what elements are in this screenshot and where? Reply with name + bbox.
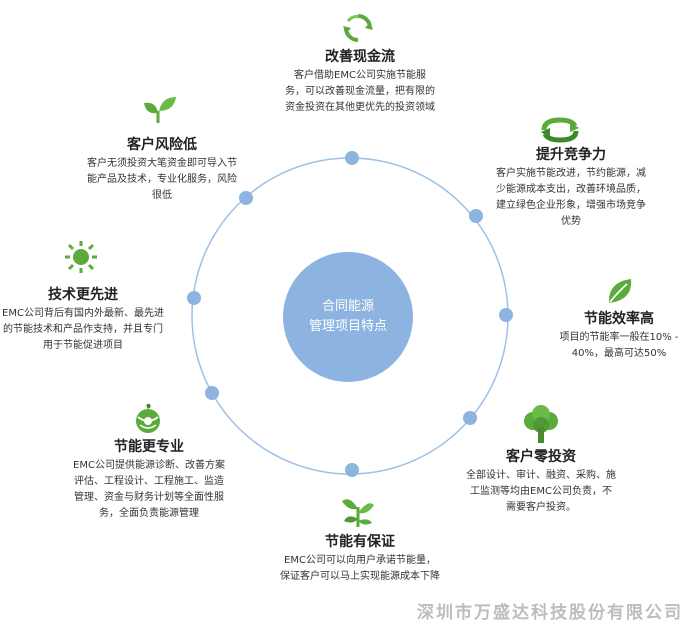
node-desc: 全部设计、审计、融资、采购、施工监测等均由EMC公司负责，不需要客户投资。 (466, 470, 616, 513)
node-desc: EMC公司可以向用户承诺节能量，保证客户可以马上实现能源成本下降 (280, 555, 440, 582)
node-advanced-tech: 技术更先进 EMC公司背后有国内外最新、最先进的节能技术和产品作支持，并且专门用… (2, 286, 164, 354)
node-desc: 客户借助EMC公司实施节能服务，可以改善现金流量，把有限的资金投资在其他更优先的… (285, 70, 435, 113)
node-desc: EMC公司背后有国内外最新、最先进的节能技术和产品作支持，并且专门用于节能促进项… (2, 308, 164, 351)
node-title: 技术更先进 (48, 287, 118, 303)
node-professional: 节能更专业 EMC公司提供能源诊断、改善方案评估、工程设计、工程施工、监造管理、… (72, 438, 226, 522)
ring-dot (187, 291, 201, 305)
node-desc: 项目的节能率一般在10% - 40%，最高可达50% (559, 332, 679, 359)
ring-dot (239, 191, 253, 205)
ring-dot (345, 463, 359, 477)
node-desc: 客户实施节能改进，节约能源，减少能源成本支出，改善环境品质，建立绿色企业形象，增… (496, 168, 646, 227)
ring-dot (463, 411, 477, 425)
ring-dot (345, 151, 359, 165)
center-circle: 合同能源 管理项目特点 (283, 252, 413, 382)
tree-icon (524, 405, 558, 443)
node-desc: EMC公司提供能源诊断、改善方案评估、工程设计、工程施工、监造管理、资金与财务计… (73, 460, 225, 519)
node-title: 节能有保证 (325, 534, 395, 550)
leaf-icon (608, 279, 632, 303)
ring-dot (499, 308, 513, 322)
ring-dot (205, 386, 219, 400)
node-title: 客户零投资 (506, 449, 576, 465)
company-watermark: 深圳市万盛达科技股份有限公司 (417, 603, 683, 623)
recycle-arrows-icon (343, 14, 373, 42)
sprout-icon (342, 499, 374, 527)
cycle-arrows-icon (541, 117, 579, 143)
plant-icon (144, 97, 176, 123)
node-improve-cashflow: 改善现金流 客户借助EMC公司实施节能服务，可以改善现金流量，把有限的资金投资在… (285, 48, 435, 116)
center-line-2: 管理项目特点 (308, 319, 387, 334)
node-title: 节能效率高 (584, 311, 654, 327)
globe-leaf-icon (136, 403, 160, 433)
node-title: 提升竞争力 (536, 147, 606, 163)
node-guarantee: 节能有保证 EMC公司可以向用户承诺节能量，保证客户可以马上实现能源成本下降 (280, 533, 440, 585)
node-title: 节能更专业 (114, 439, 184, 455)
ring-dot (469, 209, 483, 223)
center-line-1: 合同能源 (321, 299, 374, 314)
node-title: 改善现金流 (325, 49, 395, 65)
sun-icon (65, 241, 97, 273)
node-low-risk: 客户风险低 客户无须投资大笔资金即可导入节能产品及技术，专业化服务，风险很低 (84, 136, 240, 204)
node-title: 客户风险低 (127, 137, 197, 153)
node-desc: 客户无须投资大笔资金即可导入节能产品及技术，专业化服务，风险很低 (87, 158, 237, 201)
node-zero-investment: 客户零投资 全部设计、审计、融资、采购、施工监测等均由EMC公司负责，不需要客户… (466, 448, 616, 516)
node-competitiveness: 提升竞争力 客户实施节能改进，节约能源，减少能源成本支出，改善环境品质，建立绿色… (496, 146, 646, 230)
node-efficiency: 节能效率高 项目的节能率一般在10% - 40%，最高可达50% (548, 310, 690, 362)
